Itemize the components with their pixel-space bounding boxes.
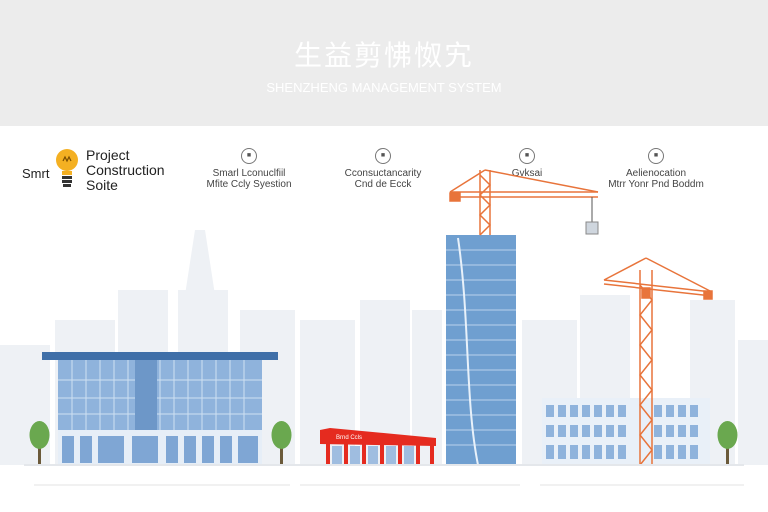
shelter-sign: Brnd Ccls — [336, 435, 362, 441]
brand-line-suite: Soite — [86, 177, 118, 193]
banner-subtitle: SHENZHENG MANAGEMENT SYSTEM — [266, 80, 502, 95]
brand-smart-label: Smrt — [22, 166, 50, 181]
feature-construction: ■ Cconsuctancarity Cnd de Ecck — [328, 148, 438, 190]
mid-rise-building — [542, 398, 710, 465]
feature-administration: ■ Aelienocation Mtrr Yonr Pnd Boddm — [601, 148, 711, 190]
badge-icon: ■ — [375, 148, 391, 164]
badge-icon: ■ — [519, 148, 535, 164]
brand-line-construction: Construction — [86, 162, 165, 178]
tree — [717, 421, 738, 465]
feature-line: Mtrr Yonr Pnd Boddm — [608, 179, 704, 190]
red-shelter: Brnd Ccls — [320, 428, 436, 464]
feature-smart-control: ■ Smarl Lconuclfiil Mfite Ccly Syestion — [194, 148, 304, 190]
feature-line: Aelienocation — [625, 168, 687, 179]
feature-line: Gvksai — [511, 168, 543, 179]
brand-logo: Smrt Project Construction Soite — [22, 148, 192, 198]
feature-line: Smarl Lconuclfiil — [212, 168, 286, 179]
feature-line: Cnd de Ecck — [354, 179, 412, 190]
header-banner: 生益剪怫怓宄 SHENZHENG MANAGEMENT SYSTEM — [0, 0, 768, 126]
tree — [271, 421, 292, 465]
tree — [29, 421, 50, 465]
lightbulb-icon — [56, 149, 78, 187]
brand-line-project: Project — [86, 147, 130, 163]
badge-icon: ■ — [648, 148, 664, 164]
badge-icon: ■ — [241, 148, 257, 164]
tower-crane — [449, 169, 599, 236]
feature-line: Mfite Ccly Syestion — [206, 179, 292, 190]
tower-crane — [603, 257, 713, 466]
glass-tower — [446, 235, 516, 466]
banner-title: 生益剪怫怓宄 — [293, 39, 474, 72]
glass-office-building — [42, 352, 278, 465]
feature-line: Cconsuctancarity — [344, 168, 422, 179]
feature-safety: ■ Gvksai — [472, 148, 582, 179]
